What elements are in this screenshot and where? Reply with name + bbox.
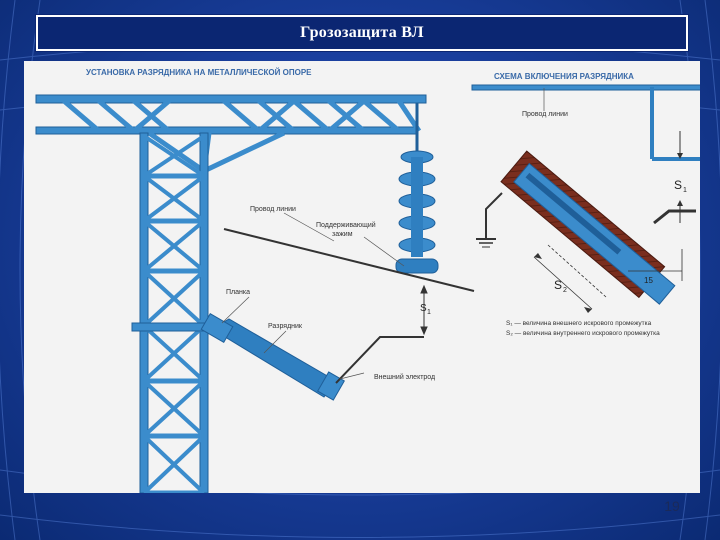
s1-right-label: S: [674, 178, 682, 192]
line-wire: [223, 228, 475, 292]
s1-right-sub: 1: [683, 187, 687, 194]
right-caption: СХЕМА ВКЛЮЧЕНИЯ РАЗРЯДНИКА: [494, 72, 634, 81]
label-plate: Планка: [226, 289, 250, 296]
s1-left-label: S: [420, 303, 427, 314]
label-arrester: Разрядник: [268, 323, 303, 330]
s2-sub: 2: [563, 287, 567, 294]
s2-label: S: [554, 278, 562, 292]
label-external-electrode: Внешний электрод: [374, 373, 435, 381]
label-support-clamp-1: Поддерживающий: [316, 221, 376, 229]
gap-s1-left: [420, 284, 428, 336]
label-line-wire: Провод линии: [250, 206, 296, 213]
metal-tower: [35, 94, 427, 493]
legend-line-2: S₂ — величина внутреннего искрового пром…: [506, 330, 660, 337]
page-number: 19: [664, 498, 680, 514]
title-bar: Грозозащита ВЛ: [36, 15, 688, 51]
legend-line-1: S₁ — величина внешнего искрового промежу…: [506, 320, 652, 327]
dim-15-label: 15: [644, 276, 653, 285]
insulator-string: [395, 103, 439, 274]
diagram-figure: УСТАНОВКА РАЗРЯДНИКА НА МЕТАЛЛИЧЕСКОЙ ОП…: [24, 61, 700, 493]
slide-title: Грозозащита ВЛ: [300, 24, 424, 41]
label-support-clamp-2: зажим: [332, 231, 353, 238]
connection-scheme: Провод линии S 1: [471, 84, 700, 337]
s1-left-sub: 1: [427, 309, 431, 316]
scheme-label-line-wire: Провод линии: [522, 111, 568, 118]
arrester-diagram: УСТАНОВКА РАЗРЯДНИКА НА МЕТАЛЛИЧЕСКОЙ ОП…: [35, 68, 700, 493]
arrester: [200, 313, 424, 401]
left-caption: УСТАНОВКА РАЗРЯДНИКА НА МЕТАЛЛИЧЕСКОЙ ОП…: [86, 68, 312, 77]
